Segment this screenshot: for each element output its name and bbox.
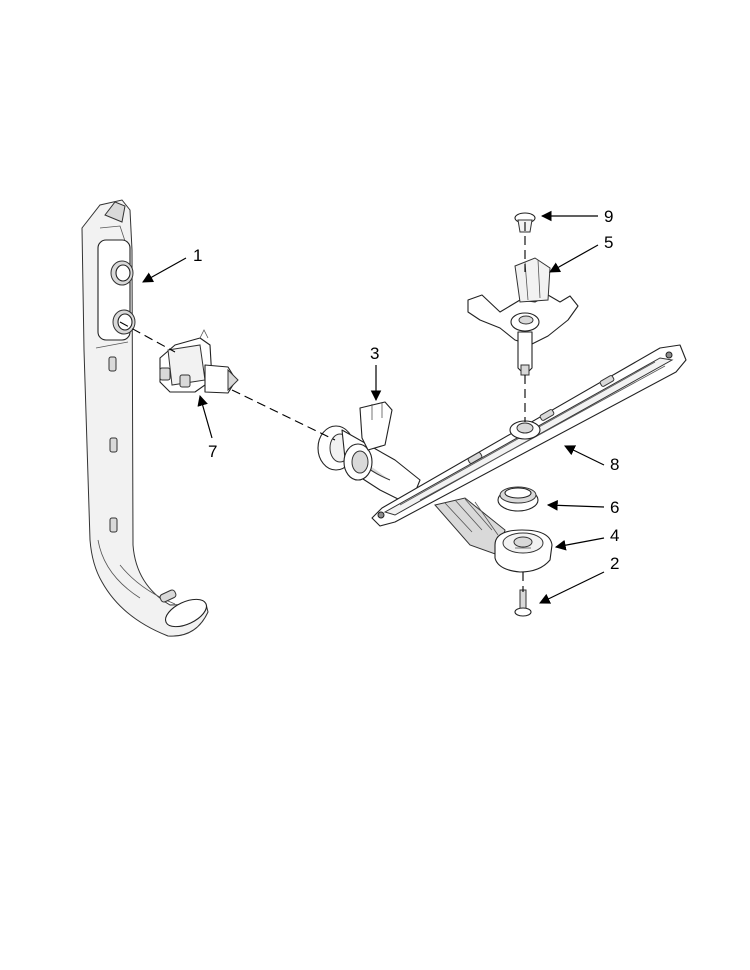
part-3-manifold xyxy=(317,401,421,506)
callout-5: 5 xyxy=(604,233,613,252)
assembly-guides xyxy=(119,222,526,592)
callout-4: 4 xyxy=(610,526,619,545)
part-2-screw xyxy=(514,589,532,617)
callout-2: 2 xyxy=(610,554,619,573)
callout-1: 1 xyxy=(193,246,202,265)
part-7-connector xyxy=(159,329,239,394)
part-8-spray-arm xyxy=(371,344,687,527)
callout-9: 9 xyxy=(604,207,613,226)
callout-6: 6 xyxy=(610,498,619,517)
part-4-hub xyxy=(494,529,553,573)
leader-lines xyxy=(142,210,605,604)
callout-3: 3 xyxy=(370,344,379,363)
callout-7: 7 xyxy=(208,442,217,461)
part-1-supply-tube xyxy=(81,199,209,637)
part-6-ring xyxy=(497,486,539,512)
part-5-nozzle xyxy=(467,257,579,376)
callout-labels: 1 2 3 4 5 6 7 8 9 xyxy=(193,207,619,573)
callout-8: 8 xyxy=(610,455,619,474)
